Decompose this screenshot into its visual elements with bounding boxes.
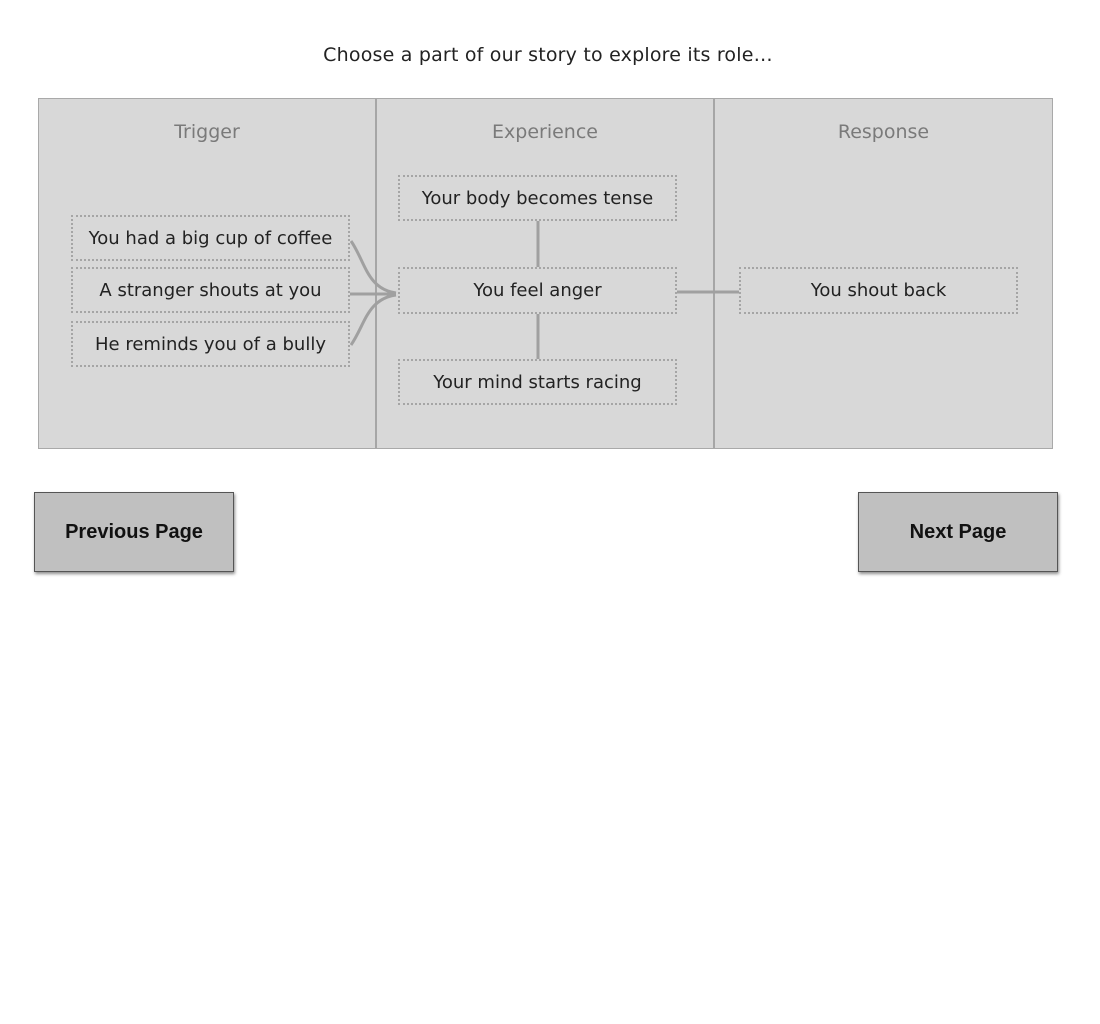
trigger-node-stranger[interactable]: A stranger shouts at you (71, 267, 350, 313)
trigger-node-bully[interactable]: He reminds you of a bully (71, 321, 350, 367)
instruction-text: Choose a part of our story to explore it… (323, 44, 773, 66)
experience-node-tense[interactable]: Your body becomes tense (398, 175, 677, 221)
next-page-button[interactable]: Next Page (858, 492, 1058, 572)
story-diagram: Trigger Experience Response You had a bi… (38, 98, 1053, 449)
experience-node-racing[interactable]: Your mind starts racing (398, 359, 677, 405)
response-column: Response (715, 99, 1052, 448)
trigger-node-coffee[interactable]: You had a big cup of coffee (71, 215, 350, 261)
experience-column: Experience (377, 99, 715, 448)
experience-node-anger[interactable]: You feel anger (398, 267, 677, 314)
trigger-heading: Trigger (174, 121, 240, 143)
experience-heading: Experience (492, 121, 598, 143)
response-heading: Response (837, 121, 930, 143)
response-node-shout-back[interactable]: You shout back (739, 267, 1018, 314)
previous-page-button[interactable]: Previous Page (34, 492, 234, 572)
